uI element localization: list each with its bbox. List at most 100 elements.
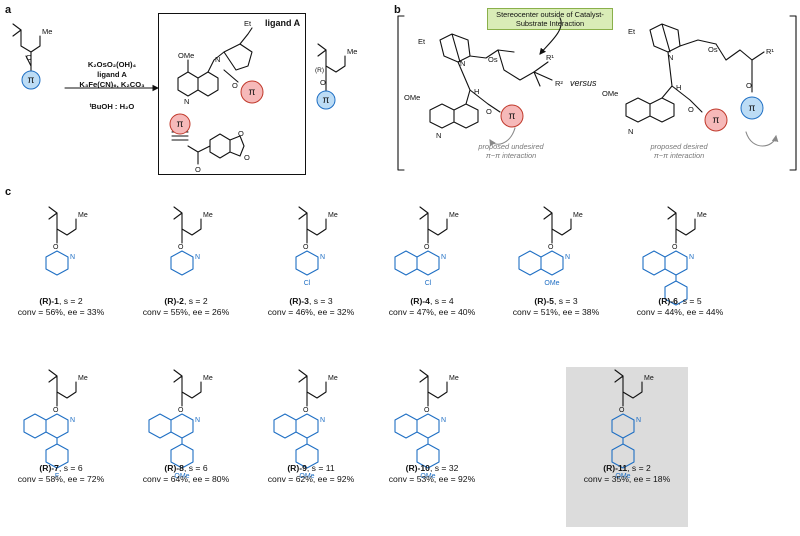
o-label: O bbox=[548, 244, 554, 251]
heteroaryl-ring bbox=[416, 413, 440, 439]
fused-benzo-ring bbox=[642, 250, 666, 276]
o-label: O bbox=[424, 407, 430, 414]
heteroaryl-ring bbox=[611, 413, 635, 439]
compound-id-line: (R)-3, s = 3 bbox=[246, 296, 376, 307]
n-label: N bbox=[668, 53, 673, 62]
o-label: O bbox=[746, 81, 752, 90]
compound-name: (R)-5 bbox=[534, 296, 554, 306]
pi-circle-legend bbox=[169, 113, 191, 135]
note-undesired-2: π−π interaction bbox=[485, 151, 537, 160]
compound-skeleton bbox=[614, 369, 643, 407]
n-label: N bbox=[195, 254, 200, 261]
heteroaryl-ring bbox=[540, 250, 564, 276]
compound-id-line: (R)-9, s = 11 bbox=[246, 463, 376, 474]
o-label: O bbox=[178, 407, 184, 414]
conversion-ee: conv = 53%, ee = 92% bbox=[388, 474, 476, 484]
o-label: O bbox=[53, 244, 59, 251]
compound-name: (R)-10 bbox=[405, 463, 430, 473]
ligand-quinuclidine bbox=[207, 43, 253, 73]
note-desired: proposed desired π−π interaction bbox=[636, 142, 722, 160]
conversion-ee: conv = 62%, ee = 92% bbox=[267, 474, 355, 484]
substituent-label: OMe bbox=[420, 473, 435, 480]
r2-label: R² bbox=[555, 79, 563, 88]
r1-label: R¹ bbox=[546, 53, 554, 62]
conversion-ee: conv = 51%, ee = 38% bbox=[512, 307, 600, 317]
heteroaryl-ring bbox=[295, 250, 319, 276]
ome-label: OMe bbox=[178, 51, 194, 60]
highlight-box bbox=[566, 367, 688, 527]
heteroaryl-ring bbox=[170, 250, 194, 276]
panel-letter-c: c bbox=[5, 186, 12, 198]
n-label: N bbox=[184, 97, 189, 106]
substituent-label: Cl bbox=[304, 280, 311, 287]
n-label: N bbox=[215, 55, 220, 64]
tsl-stereocenter bbox=[533, 61, 553, 81]
compound-name: (R)-1 bbox=[39, 296, 59, 306]
n-label: N bbox=[70, 254, 75, 261]
compound-id-line: (R)-8, s = 6 bbox=[121, 463, 251, 474]
n-label: N bbox=[320, 254, 325, 261]
ligand-name: ligand A bbox=[265, 18, 301, 28]
me-label: Me bbox=[328, 375, 338, 382]
tsl-o-pi bbox=[469, 89, 501, 113]
compound-id-line: (R)-1, s = 2 bbox=[0, 296, 126, 307]
selectivity-factor: , s = 6 bbox=[58, 463, 83, 473]
o-label: O bbox=[244, 153, 250, 162]
n-label: N bbox=[195, 417, 200, 424]
tsr-linker bbox=[661, 51, 703, 113]
o-label: O bbox=[424, 244, 430, 251]
n-label: N bbox=[460, 59, 465, 68]
reagent-line-4: ᵗBuOH : H₂O bbox=[89, 102, 135, 111]
et-label: Et bbox=[244, 19, 252, 28]
heteroaryl-ring bbox=[45, 250, 69, 276]
sm-vinyl bbox=[12, 23, 22, 31]
ligand-box bbox=[158, 13, 306, 175]
note-desired-1: proposed desired bbox=[650, 142, 708, 151]
compound-name: (R)-4 bbox=[410, 296, 430, 306]
compound-name: (R)-2 bbox=[164, 296, 184, 306]
compound-id-line: (R)-10, s = 32 bbox=[367, 463, 497, 474]
conversion-ee: conv = 35%, ee = 18% bbox=[583, 474, 671, 484]
conversion-ee: conv = 47%, ee = 40% bbox=[388, 307, 476, 317]
selectivity-factor: , s = 2 bbox=[183, 296, 208, 306]
tsr-os-alkene bbox=[679, 39, 753, 75]
me-label: Me bbox=[328, 212, 338, 219]
compound-skeleton bbox=[173, 369, 202, 407]
compound-name: (R)-8 bbox=[164, 463, 184, 473]
selectivity-factor: , s = 3 bbox=[308, 296, 333, 306]
aryl-ring bbox=[416, 437, 440, 469]
fused-benzo-ring bbox=[23, 413, 47, 439]
pi-label: π bbox=[323, 95, 330, 106]
tsl-quinuclidine bbox=[439, 33, 471, 63]
compound-id-line: (R)-7, s = 6 bbox=[0, 463, 126, 474]
tsl-interaction-arrow bbox=[489, 127, 516, 147]
note-desired-2: π−π interaction bbox=[653, 151, 705, 160]
pi-circle-substrate bbox=[21, 70, 41, 90]
heteroaryl-ring bbox=[170, 413, 194, 439]
aryl-ring bbox=[611, 437, 635, 469]
me-label: Me bbox=[697, 212, 707, 219]
tsl-os-link bbox=[469, 49, 515, 59]
compound-id-line: (R)-6, s = 5 bbox=[615, 296, 745, 307]
compound-skeleton bbox=[48, 206, 77, 244]
compound-id-line: (R)-2, s = 2 bbox=[121, 296, 251, 307]
tsr-quinuclidine bbox=[649, 23, 681, 53]
pi-label: π bbox=[749, 103, 756, 114]
ome-label: OMe bbox=[404, 93, 420, 102]
o-label: O bbox=[195, 165, 201, 174]
substituent-label: F bbox=[55, 473, 59, 480]
pi-circles bbox=[21, 70, 764, 135]
aryl-ring bbox=[170, 437, 194, 469]
note-undesired: proposed undesired π−π interaction bbox=[468, 142, 554, 160]
compound-name: (R)-7 bbox=[39, 463, 59, 473]
ome-label: OMe bbox=[602, 89, 618, 98]
me-label: Me bbox=[203, 212, 213, 219]
pi-label: π bbox=[713, 115, 720, 126]
selectivity-factor: , s = 3 bbox=[553, 296, 578, 306]
substituent-label: OMe bbox=[299, 473, 314, 480]
